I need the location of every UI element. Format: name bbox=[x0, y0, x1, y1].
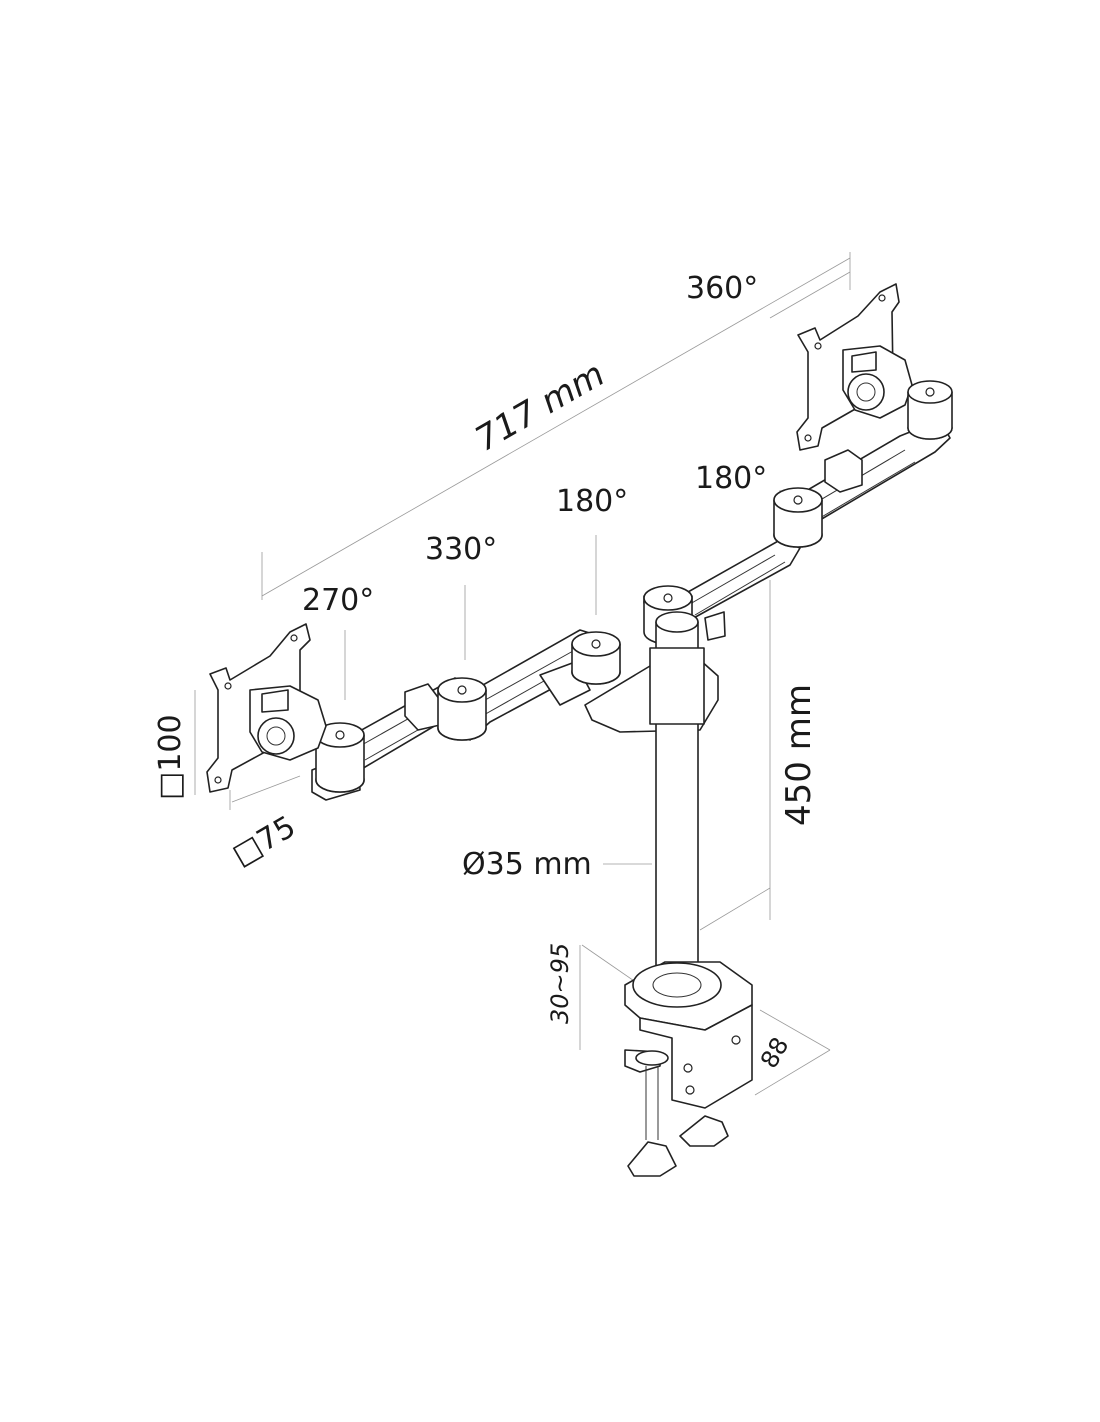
rotation-label-top-right: 360° bbox=[686, 271, 758, 306]
vesa-75-label: □75 bbox=[227, 809, 302, 873]
clamp-range-label: 30~95 bbox=[546, 943, 574, 1024]
vesa-100-label: □100 bbox=[153, 714, 188, 800]
rotation-label-right-arm: 180° bbox=[695, 461, 767, 496]
left-tilt-head bbox=[249, 685, 327, 761]
labels: 360° 717 mm 180° 180° 330° 270° □100 □75… bbox=[153, 271, 819, 1073]
left-joint-330 bbox=[437, 677, 487, 741]
left-joint-center bbox=[571, 631, 621, 685]
right-tilt-head bbox=[842, 345, 913, 419]
pole-height-label: 450 mm bbox=[779, 684, 819, 826]
left-joint-outer bbox=[315, 722, 365, 793]
right-joint-outer bbox=[907, 380, 953, 440]
rotation-label-270: 270° bbox=[302, 583, 374, 618]
desk-clamp bbox=[624, 961, 753, 1177]
dimension-lines bbox=[194, 252, 851, 1096]
right-arm bbox=[664, 419, 951, 641]
rotation-label-330: 330° bbox=[425, 532, 497, 567]
clamp-depth-label: 88 bbox=[755, 1033, 795, 1073]
pole-diameter-label: Ø35 mm bbox=[462, 847, 592, 882]
width-dimension-label: 717 mm bbox=[469, 354, 612, 460]
right-joint-mid bbox=[773, 487, 823, 548]
pole bbox=[649, 611, 705, 1001]
rotation-label-center: 180° bbox=[556, 484, 628, 519]
